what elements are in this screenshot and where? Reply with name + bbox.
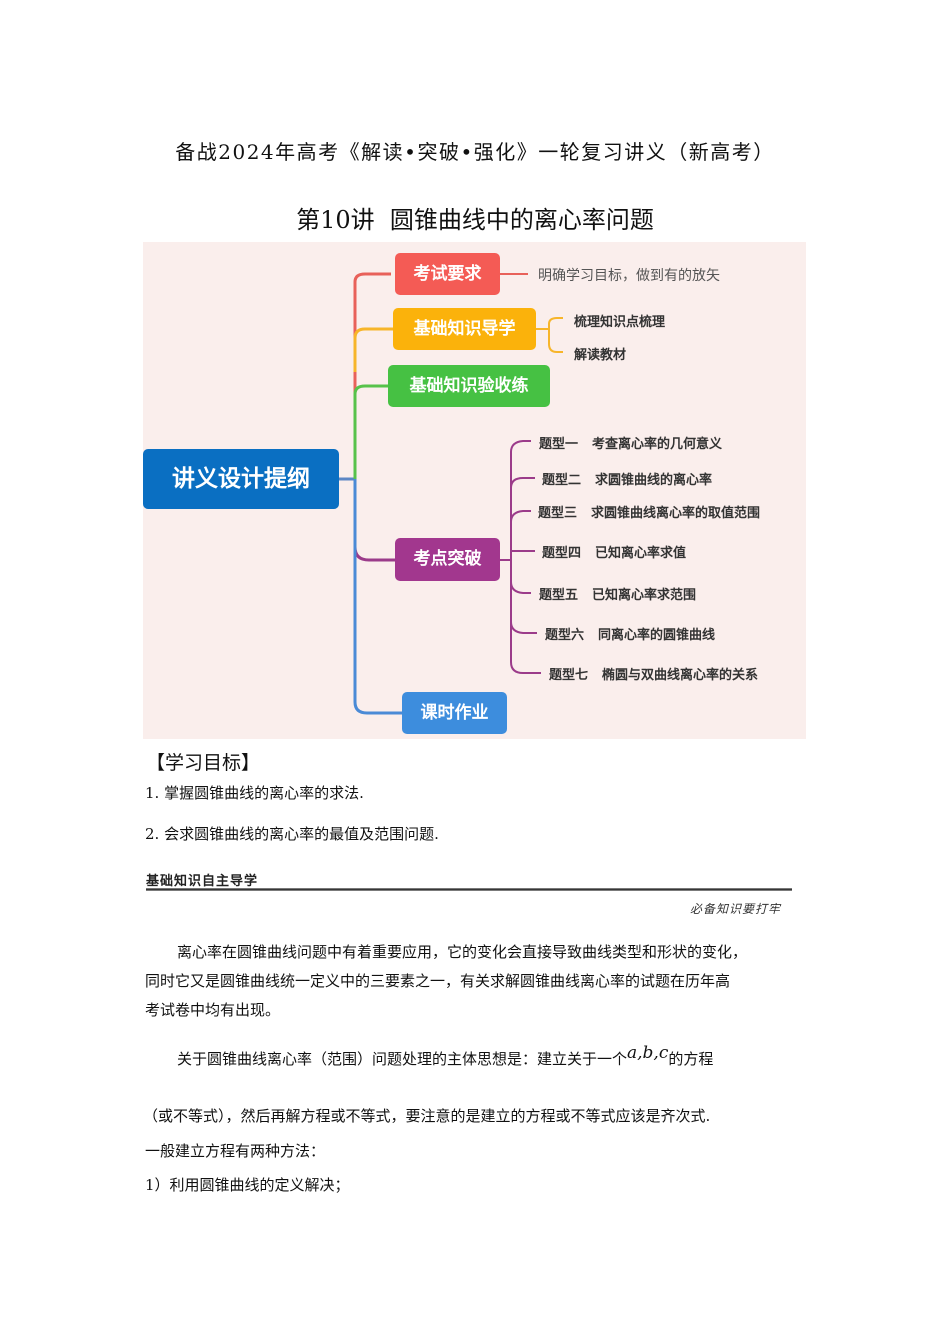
- type-tag: 题型四: [542, 546, 582, 561]
- paragraph-1-line-3: 考试卷中均有出现。: [145, 1001, 281, 1019]
- branch-label: 基础知识验收练: [409, 376, 529, 396]
- series-title: 备战2024年高考《解读•突破•强化》一轮复习讲义（新高考）: [175, 140, 775, 164]
- question-type-2: 题型二求圆锥曲线的离心率: [542, 469, 712, 488]
- lecture-prefix: 第: [296, 206, 321, 234]
- banner-subtitle: 必备知识要打牢: [690, 902, 782, 916]
- paragraph-4: 一般建立方程有两种方法：: [145, 1142, 326, 1160]
- mindmap-connectors: [339, 272, 563, 715]
- type-tag: 题型二: [542, 473, 582, 488]
- question-type-7: 题型七椭圆与双曲线离心率的关系: [549, 664, 758, 683]
- branch-exam-requirements[interactable]: 考试要求: [395, 253, 500, 295]
- branch-label: 课时作业: [420, 703, 489, 723]
- type-text: 椭圆与双曲线离心率的关系: [602, 668, 759, 683]
- root-node[interactable]: 讲义设计提纲: [143, 449, 339, 509]
- lecture-title: 圆锥曲线中的离心率问题: [389, 206, 654, 234]
- paragraph-2: 关于圆锥曲线离心率（范围）问题处理的主体思想是：建立关于一个a,b,c的方程: [177, 1043, 714, 1069]
- branch-key-points[interactable]: 考点突破: [395, 538, 500, 581]
- type-text: 已知离心率求范围: [592, 588, 697, 603]
- type-text: 考查离心率的几何意义: [592, 437, 723, 452]
- root-label: 讲义设计提纲: [172, 466, 310, 492]
- question-type-5: 题型五已知离心率求范围: [539, 584, 696, 603]
- branch-basic-practice[interactable]: 基础知识验收练: [388, 365, 550, 407]
- page-title: 第10讲 圆锥曲线中的离心率问题: [0, 200, 950, 235]
- branch-label: 考试要求: [413, 264, 482, 284]
- branch-basic-guide[interactable]: 基础知识导学: [393, 308, 536, 350]
- paragraph-1-line-2: 同时它又是圆锥曲线统一定义中的三要素之一，有关求解圆锥曲线离心率的试题在历年高: [145, 972, 731, 990]
- objective-item-1: 1. 掌握圆锥曲线的离心率的求法.: [145, 784, 364, 802]
- branch-label: 考点突破: [413, 549, 482, 569]
- objectives-heading: 【学习目标】: [146, 752, 261, 774]
- type-tag: 题型五: [539, 588, 579, 603]
- branch-homework[interactable]: 课时作业: [402, 692, 507, 734]
- question-type-1: 题型一考查离心率的几何意义: [539, 433, 722, 452]
- type-tag: 题型三: [538, 506, 578, 521]
- leaf-textbook-reading: 解读教材: [574, 348, 627, 363]
- objective-item-2: 2. 会求圆锥曲线的离心率的最值及范围问题.: [145, 825, 439, 843]
- type-text: 求圆锥曲线离心率的取值范围: [591, 506, 761, 521]
- paragraph-1-line-1: 离心率在圆锥曲线问题中有着重要应用，它的变化会直接导致曲线类型和形状的变化，: [177, 943, 748, 961]
- question-type-4: 题型四已知离心率求值: [542, 542, 686, 561]
- paragraph-2-tail: 的方程: [668, 1050, 714, 1068]
- math-abc: a,b,c: [627, 1043, 669, 1063]
- leaf-learning-goal: 明确学习目标，做到有的放矢: [538, 268, 720, 284]
- type-tag: 题型六: [545, 628, 585, 643]
- type-tag: 题型七: [549, 668, 589, 683]
- type-tag: 题型一: [539, 437, 579, 452]
- type-text: 求圆锥曲线的离心率: [595, 473, 713, 488]
- question-type-3: 题型三求圆锥曲线离心率的取值范围: [538, 502, 760, 521]
- paragraph-3: （或不等式），然后再解方程或不等式，要注意的是建立的方程或不等式应该是齐次式.: [143, 1107, 711, 1125]
- lecture-suffix: 讲: [350, 206, 375, 234]
- question-type-6: 题型六同离心率的圆锥曲线: [545, 624, 715, 643]
- leaf-knowledge-review: 梳理知识点梳理: [574, 315, 666, 330]
- type-text: 同离心率的圆锥曲线: [598, 628, 716, 643]
- banner-divider: [146, 888, 792, 891]
- banner-label: 基础知识自主导学: [146, 874, 259, 889]
- paragraph-2-text: 关于圆锥曲线离心率（范围）问题处理的主体思想是：建立关于一个: [177, 1050, 628, 1068]
- paragraph-5: 1）利用圆锥曲线的定义解决；: [145, 1176, 350, 1194]
- section-banner: 基础知识自主导学: [146, 870, 792, 891]
- lecture-number: 10: [320, 206, 351, 234]
- outline-mindmap: 讲义设计提纲 考试要求 明确学习目标，做到有的放矢 基础知识导学 梳理知识点梳理…: [143, 242, 806, 739]
- branch-label: 基础知识导学: [413, 319, 516, 339]
- type-text: 已知离心率求值: [595, 546, 687, 561]
